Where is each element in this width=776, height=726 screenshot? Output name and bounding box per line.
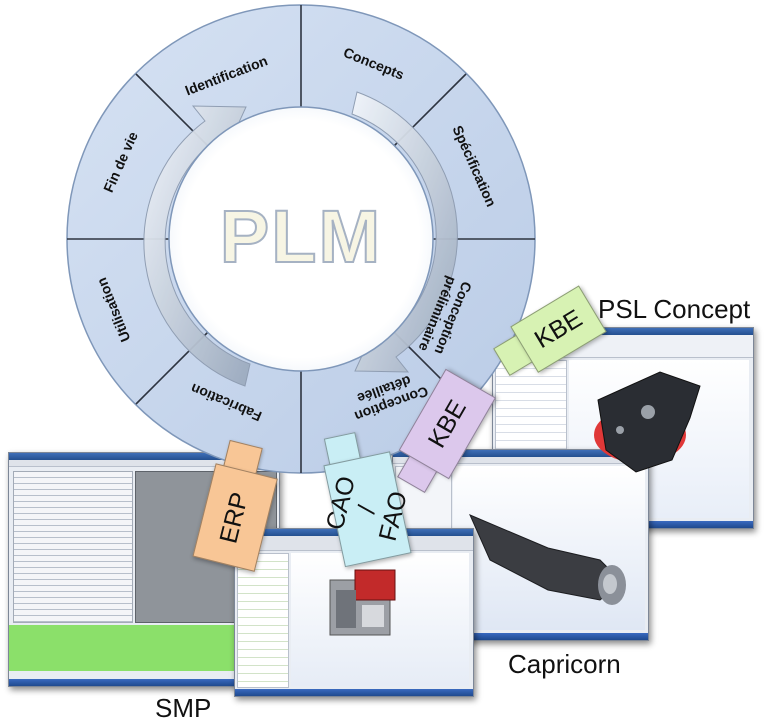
smp-taskbar (9, 679, 279, 686)
capricorn-titlebar (393, 450, 648, 457)
inner-circle (168, 106, 434, 372)
psl-hole-2 (616, 426, 624, 434)
psl-titlebar (493, 328, 753, 335)
psl-3d-part (594, 371, 701, 473)
capricorn-label: Capricorn (508, 649, 621, 679)
smp-menubar (9, 460, 279, 467)
kbe-psl-label: KBE (529, 303, 587, 354)
smp-titlebar (9, 453, 279, 460)
erp-label: ERP (214, 489, 255, 546)
capricorn-crankshaft (469, 514, 626, 605)
smp-form-panel (13, 471, 133, 623)
cao-machine-model (329, 569, 396, 636)
plm-center-label: PLM (220, 195, 382, 278)
right-flow-arrow (351, 91, 458, 373)
cao-taskbar (235, 689, 473, 696)
psl-concept-label: PSL Concept (598, 294, 751, 324)
capricorn-menubar (393, 457, 648, 464)
plm-cycle-wheel: PLM (66, 4, 536, 474)
smp-label: SMP (155, 693, 212, 723)
cao-tree-panel (237, 553, 289, 688)
capricorn-taskbar (393, 633, 648, 640)
psl-black-plate (597, 371, 701, 473)
kbe-capricorn-label: KBE (422, 395, 472, 453)
left-flow-arrow (143, 105, 251, 387)
psl-hole (641, 405, 655, 419)
